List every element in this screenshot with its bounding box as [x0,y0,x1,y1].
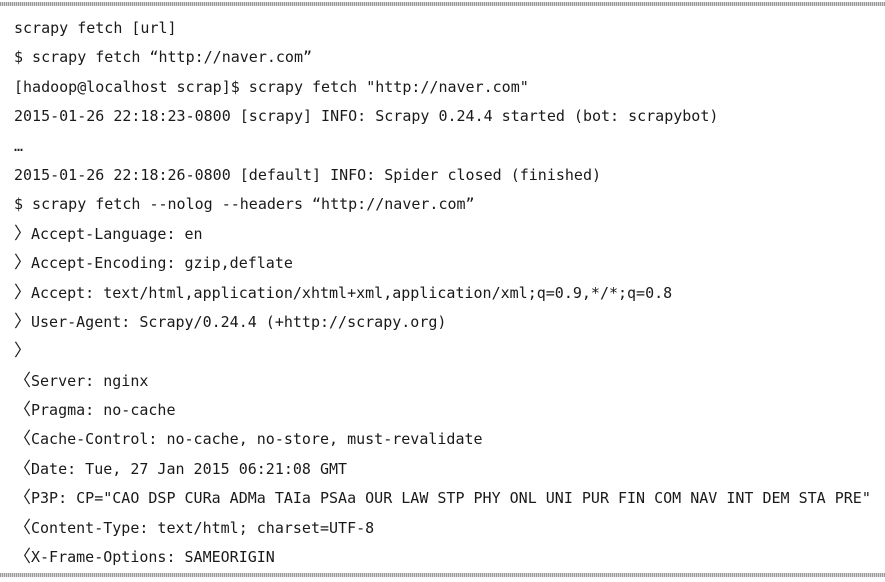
request-arrow-icon: 〉 [14,253,31,274]
line-text: User-Agent: Scrapy/0.24.4 (+http://scrap… [31,312,447,331]
line-text: Cache-Control: no-cache, no-store, must-… [31,430,483,449]
request-header-line: 〉User-Agent: Scrapy/0.24.4 (+http://scra… [14,308,879,337]
response-header-line: 〈Cache-Control: no-cache, no-store, must… [14,425,879,454]
response-header-line: 〈Server: nginx [14,367,879,396]
code-lines: scrapy fetch [url] $ scrapy fetch “http:… [14,14,879,572]
request-header-line: 〉Accept-Language: en [14,220,879,249]
line-text: Accept-Language: en [31,224,203,243]
line-text: Content-Type: text/html; charset=UTF-8 [31,518,375,537]
code-line: scrapy fetch [url] [14,14,879,43]
top-rule [0,2,885,6]
code-line: [hadoop@localhost scrap]$ scrapy fetch "… [14,73,879,102]
line-text: Date: Tue, 27 Jan 2015 06:21:08 GMT [31,459,348,478]
line-text: $ scrapy fetch --nolog --headers “http:/… [14,195,475,214]
response-arrow-icon: 〈 [14,370,31,391]
response-arrow-icon: 〈 [14,458,31,479]
response-header-line: 〈Pragma: no-cache [14,396,879,425]
line-text: scrapy fetch [url] [14,19,177,37]
line-text: 2015-01-26 22:18:23-0800 [scrapy] INFO: … [14,107,719,126]
request-header-line: 〉Accept: text/html,application/xhtml+xml… [14,279,879,308]
request-arrow-icon: 〉 [14,341,31,362]
request-header-line: 〉 [14,337,879,366]
response-arrow-icon: 〈 [14,429,31,450]
code-line: 2015-01-26 22:18:23-0800 [scrapy] INFO: … [14,102,879,131]
line-text: [hadoop@localhost scrap]$ scrapy fetch "… [14,77,529,96]
code-line: $ scrapy fetch --nolog --headers “http:/… [14,190,879,219]
code-line: $ scrapy fetch “http://naver.com” [14,43,879,72]
line-text: Pragma: no-cache [31,401,176,420]
response-header-line: 〈Date: Tue, 27 Jan 2015 06:21:08 GMT [14,455,879,484]
response-header-line: 〈Content-Type: text/html; charset=UTF-8 [14,514,879,543]
response-header-line: 〈X-Frame-Options: SAMEORIGIN [14,543,879,572]
code-line: 2015-01-26 22:18:26-0800 [default] INFO:… [14,161,879,190]
line-text: $ scrapy fetch “http://naver.com” [14,48,313,67]
request-header-line: 〉Accept-Encoding: gzip,deflate [14,249,879,278]
line-text: … [14,136,24,155]
request-arrow-icon: 〉 [14,282,31,303]
response-arrow-icon: 〈 [14,488,31,509]
line-text: Accept: text/html,application/xhtml+xml,… [31,283,673,302]
request-arrow-icon: 〉 [14,311,31,332]
request-arrow-icon: 〉 [14,223,31,244]
line-text: Accept-Encoding: gzip,deflate [31,254,293,273]
line-text: 2015-01-26 22:18:26-0800 [default] INFO:… [14,165,601,184]
line-text: X-Frame-Options: SAMEORIGIN [31,548,275,567]
response-arrow-icon: 〈 [14,400,31,421]
line-text: Server: nginx [31,371,149,390]
response-arrow-icon: 〈 [14,517,31,538]
line-text: P3P: CP="CAO DSP CURa ADMa TAIa PSAa OUR… [31,489,871,508]
response-header-line: 〈P3P: CP="CAO DSP CURa ADMa TAIa PSAa OU… [14,484,879,513]
response-arrow-icon: 〈 [14,547,31,568]
code-line: … [14,132,879,161]
bottom-rule [0,573,885,577]
